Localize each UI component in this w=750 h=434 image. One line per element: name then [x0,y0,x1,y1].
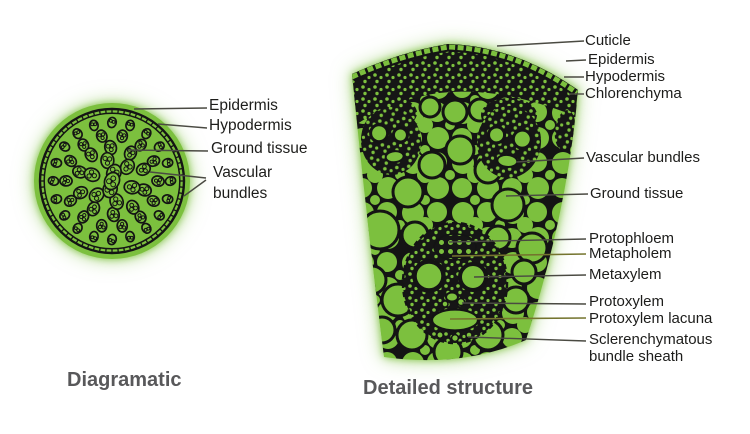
phloem-region [433,233,477,261]
epidermis-cell-ticks [40,109,184,253]
caption-detailed-structure: Detailed structure [363,377,534,399]
label-protoxylem: Protoxylem [589,293,665,310]
protoxylem-vessel [456,297,466,307]
epidermis-cells [352,44,578,96]
leader-metapholem [451,253,587,257]
leader-epidermis-left [133,107,208,110]
label-hypodermis-left: Hypodermis [209,117,292,134]
label-ground-tissue-left: Ground tissue [211,140,308,157]
leader-vascular-bundles-left-a [149,171,207,179]
upper-right-vascular-bundle [476,106,542,178]
leader-vascular-bundles [515,157,585,163]
leader-ground-tissue-left [127,149,209,152]
leader-protoxylem-lacuna [449,317,587,320]
label-epidermis: Epidermis [588,51,655,68]
leader-ground-tissue [505,193,589,197]
label-vascular-bundles-left: Vascular bundles [213,164,273,202]
leader-metaxylem [473,274,587,278]
leader-lines [127,40,589,342]
caption-diagramatic: Diagramatic [67,369,182,391]
sclerenchymatous-bundle-sheath [401,221,509,345]
diagramatic-cross-section [34,103,190,259]
leader-hypodermis-left [157,123,208,129]
edge-sclerenchyma-patch [554,110,576,150]
epidermis-ring [38,107,186,255]
leader-epidermis [565,59,587,62]
vascular-bundle-glyphs [47,116,177,246]
label-protophloem: Protophloem [589,230,675,247]
label-vascular-bundles: Vascular bundles [586,149,700,166]
leader-bundle-sheath [467,336,587,342]
label-protoxylem-lacuna: Protoxylem lacuna [589,310,713,327]
protoxylem-lacuna [430,308,480,332]
label-epidermis-left: Epidermis [209,97,278,114]
hypodermis-ring [43,112,181,250]
detailed-cross-section [352,44,578,361]
leader-protophloem [448,238,587,243]
leader-vascular-bundles-left-b [183,179,207,197]
protoxylem-vessel [445,291,459,303]
central-vascular-bundle [401,221,509,345]
leader-cuticle [496,40,585,47]
metaxylem-vessel [412,259,446,293]
label-hypodermis: Hypodermis [585,68,666,85]
edge-sclerenchyma-patch [352,166,363,214]
label-ground-tissue: Ground tissue [590,185,684,202]
label-chlorenchyma: Chlorenchyma [585,85,682,102]
leader-protoxylem [461,302,587,305]
label-bundle-sheath: Sclerenchymatous bundle sheath [589,331,713,365]
label-cuticle: Cuticle [585,32,631,49]
protoxylem-vessel [441,300,449,308]
label-metaxylem: Metaxylem [589,266,662,283]
upper-left-vascular-bundle [360,107,422,175]
label-metapholem: Metapholem [589,245,672,262]
